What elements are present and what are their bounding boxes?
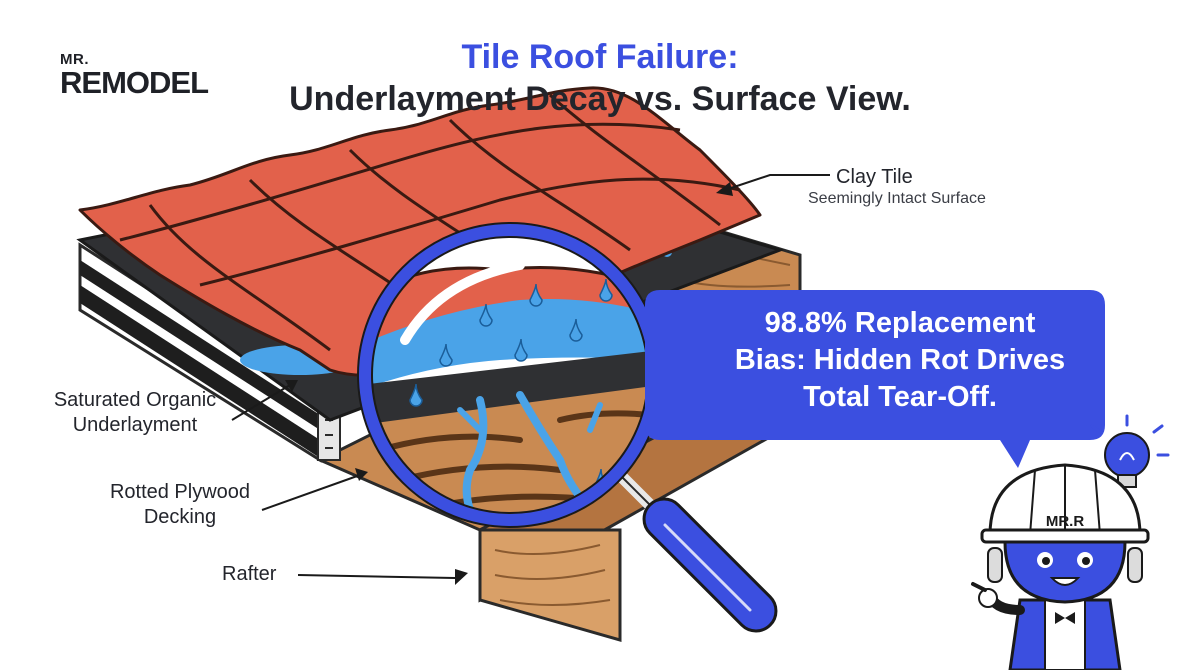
- label-decking-line-2: Decking: [143, 506, 217, 528]
- label-underlayment-line-2: Underlayment: [72, 414, 198, 436]
- label-rafter: Rafter: [222, 563, 277, 585]
- arrow-heads: [285, 182, 733, 585]
- mascot-helmet-text: MR.R: [1045, 513, 1085, 530]
- brand-big: REMODEL: [60, 65, 209, 100]
- label-clay-tile-sub: Seemingly Intact Surface: [808, 190, 986, 207]
- layer-stack: [78, 242, 341, 463]
- label-underlayment-line-1: Saturated Organic: [53, 389, 217, 411]
- callout-line-1: 98.8% Replacement: [764, 307, 1036, 339]
- leader-arrows: [231, 174, 830, 579]
- label-underlayment: Saturated Organic Underlayment: [30, 388, 240, 438]
- callout-bubble: [645, 290, 1105, 468]
- title-line-2: Underlayment Decay vs. Surface View.: [289, 80, 911, 118]
- label-decking-line-1: Rotted Plywood: [109, 481, 251, 503]
- callout-line-3: Total Tear-Off.: [803, 381, 997, 413]
- title-line-1: Tile Roof Failure:: [461, 38, 739, 76]
- brand-small: MR.: [60, 51, 89, 68]
- label-decking: Rotted Plywood Decking: [80, 480, 280, 530]
- label-clay-tile: Clay Tile: [836, 166, 913, 188]
- page-title: Tile Roof Failure: Underlayment Decay vs…: [240, 36, 960, 120]
- clay-tiles: [78, 86, 762, 377]
- mascot-robot: [971, 414, 1170, 670]
- lightbulb-icon: [1090, 414, 1170, 488]
- brand-logo: MR. REMODEL: [60, 51, 209, 100]
- callout-text: 98.8% Replacement Bias: Hidden Rot Drive…: [700, 305, 1100, 416]
- callout-line-2: Bias: Hidden Rot Drives: [734, 344, 1066, 376]
